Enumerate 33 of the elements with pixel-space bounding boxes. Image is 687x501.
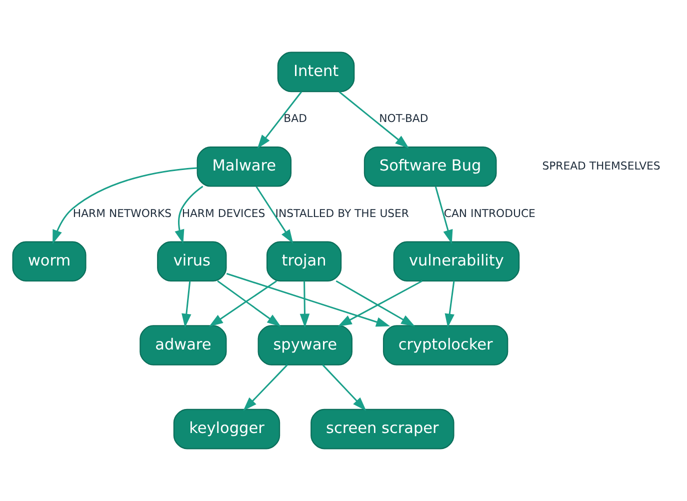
edge-label: NOT-BAD	[379, 112, 428, 126]
node-box: spyware	[258, 325, 352, 366]
arrow	[444, 280, 455, 328]
edge-label: INSTALLED BY THE USER	[275, 206, 409, 220]
arrow	[243, 364, 288, 411]
node-box: Software Bug	[364, 146, 497, 187]
node-box: Malware	[196, 146, 292, 187]
node-box: worm	[12, 241, 86, 282]
arrow	[322, 364, 366, 411]
arrow	[434, 186, 453, 244]
node-box: Intent	[277, 52, 355, 92]
node-box: virus	[157, 241, 227, 282]
edge-label: HARM DEVICES	[182, 206, 266, 220]
node-box: cryptolocker	[382, 325, 508, 366]
arrow	[226, 272, 390, 327]
arrow	[174, 186, 204, 244]
edge-label: BAD	[284, 112, 307, 126]
arrow	[300, 281, 310, 328]
node-box: trojan	[266, 241, 342, 282]
node-box: screen scraper	[310, 408, 454, 450]
node-box: adware	[140, 325, 227, 366]
arrow	[209, 280, 278, 327]
arrow	[217, 280, 281, 327]
edge-label: CAN INTRODUCE	[444, 206, 536, 220]
arrow	[256, 186, 294, 244]
arrow	[338, 91, 410, 148]
arrow	[52, 167, 198, 244]
arrow	[257, 91, 302, 149]
label: SPREAD THEMSELVES	[542, 159, 660, 172]
node-box: keylogger	[173, 408, 280, 450]
arrow	[182, 280, 192, 328]
node-box: vulnerability	[393, 241, 520, 282]
edge-label: HARM NETWORKS	[72, 206, 172, 220]
